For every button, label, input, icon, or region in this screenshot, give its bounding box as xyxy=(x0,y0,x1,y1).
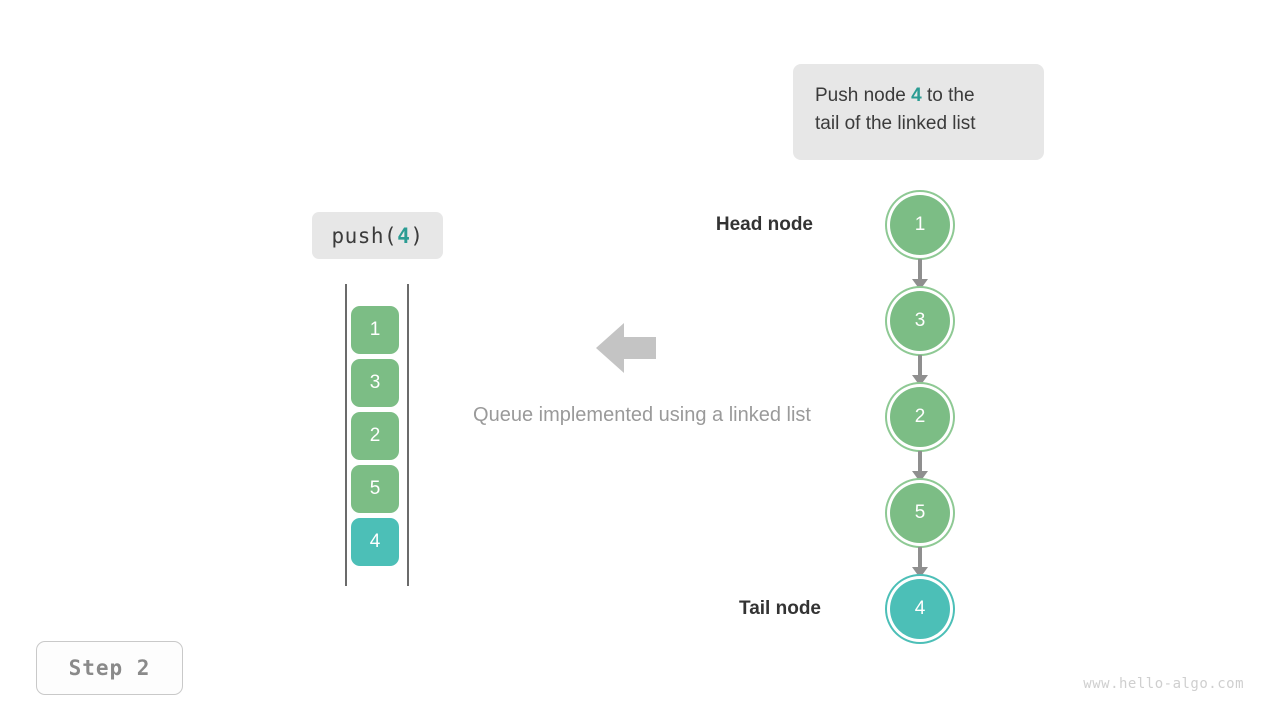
queue-array-column: 1 3 2 5 4 xyxy=(345,284,409,586)
node-connector-arrowhead xyxy=(912,375,928,386)
callout-line-1-prefix: Push node xyxy=(815,85,912,106)
linked-list-node: 1 xyxy=(890,195,950,255)
node-connector-line xyxy=(918,259,922,281)
instruction-callout: Push node 4 to the tail of the linked li… xyxy=(793,64,1044,160)
array-rail-right xyxy=(407,284,409,586)
node-connector-arrowhead xyxy=(912,471,928,482)
linked-list-node: 2 xyxy=(890,387,950,447)
array-cell: 3 xyxy=(351,359,399,407)
tail-node-label: Tail node xyxy=(739,598,821,619)
node-connector-line xyxy=(918,451,922,473)
node-connector-line xyxy=(918,355,922,377)
node-connector-arrowhead xyxy=(912,279,928,290)
step-badge: Step 2 xyxy=(36,641,183,695)
array-rail-left xyxy=(345,284,347,586)
linked-list-node: 4 xyxy=(890,579,950,639)
push-chip-argument: 4 xyxy=(397,223,411,248)
callout-line-2: tail of the linked list xyxy=(815,113,976,134)
array-cell-list: 1 3 2 5 4 xyxy=(351,306,399,566)
head-node-label: Head node xyxy=(715,214,813,235)
push-chip-suffix: ) xyxy=(410,223,424,248)
array-cell: 2 xyxy=(351,412,399,460)
node-connector-line xyxy=(918,547,922,569)
linked-list-node: 5 xyxy=(890,483,950,543)
site-watermark: www.hello-algo.com xyxy=(1083,676,1244,692)
linked-list-node: 3 xyxy=(890,291,950,351)
diagram-caption: Queue implemented using a linked list xyxy=(473,404,811,426)
node-connector-arrowhead xyxy=(912,567,928,578)
array-cell: 5 xyxy=(351,465,399,513)
callout-line-1-suffix: to the xyxy=(921,85,975,106)
push-chip-prefix: push( xyxy=(331,223,398,248)
push-operation-chip: push(4) xyxy=(312,212,443,259)
array-cell: 1 xyxy=(351,306,399,354)
callout-line-1: Push node 4 to the xyxy=(815,82,1022,110)
arrow-left-icon xyxy=(596,322,656,374)
array-cell: 4 xyxy=(351,518,399,566)
linked-list-chain: 1 3 2 5 4 xyxy=(860,186,990,646)
callout-accent-value: 4 xyxy=(911,85,922,106)
